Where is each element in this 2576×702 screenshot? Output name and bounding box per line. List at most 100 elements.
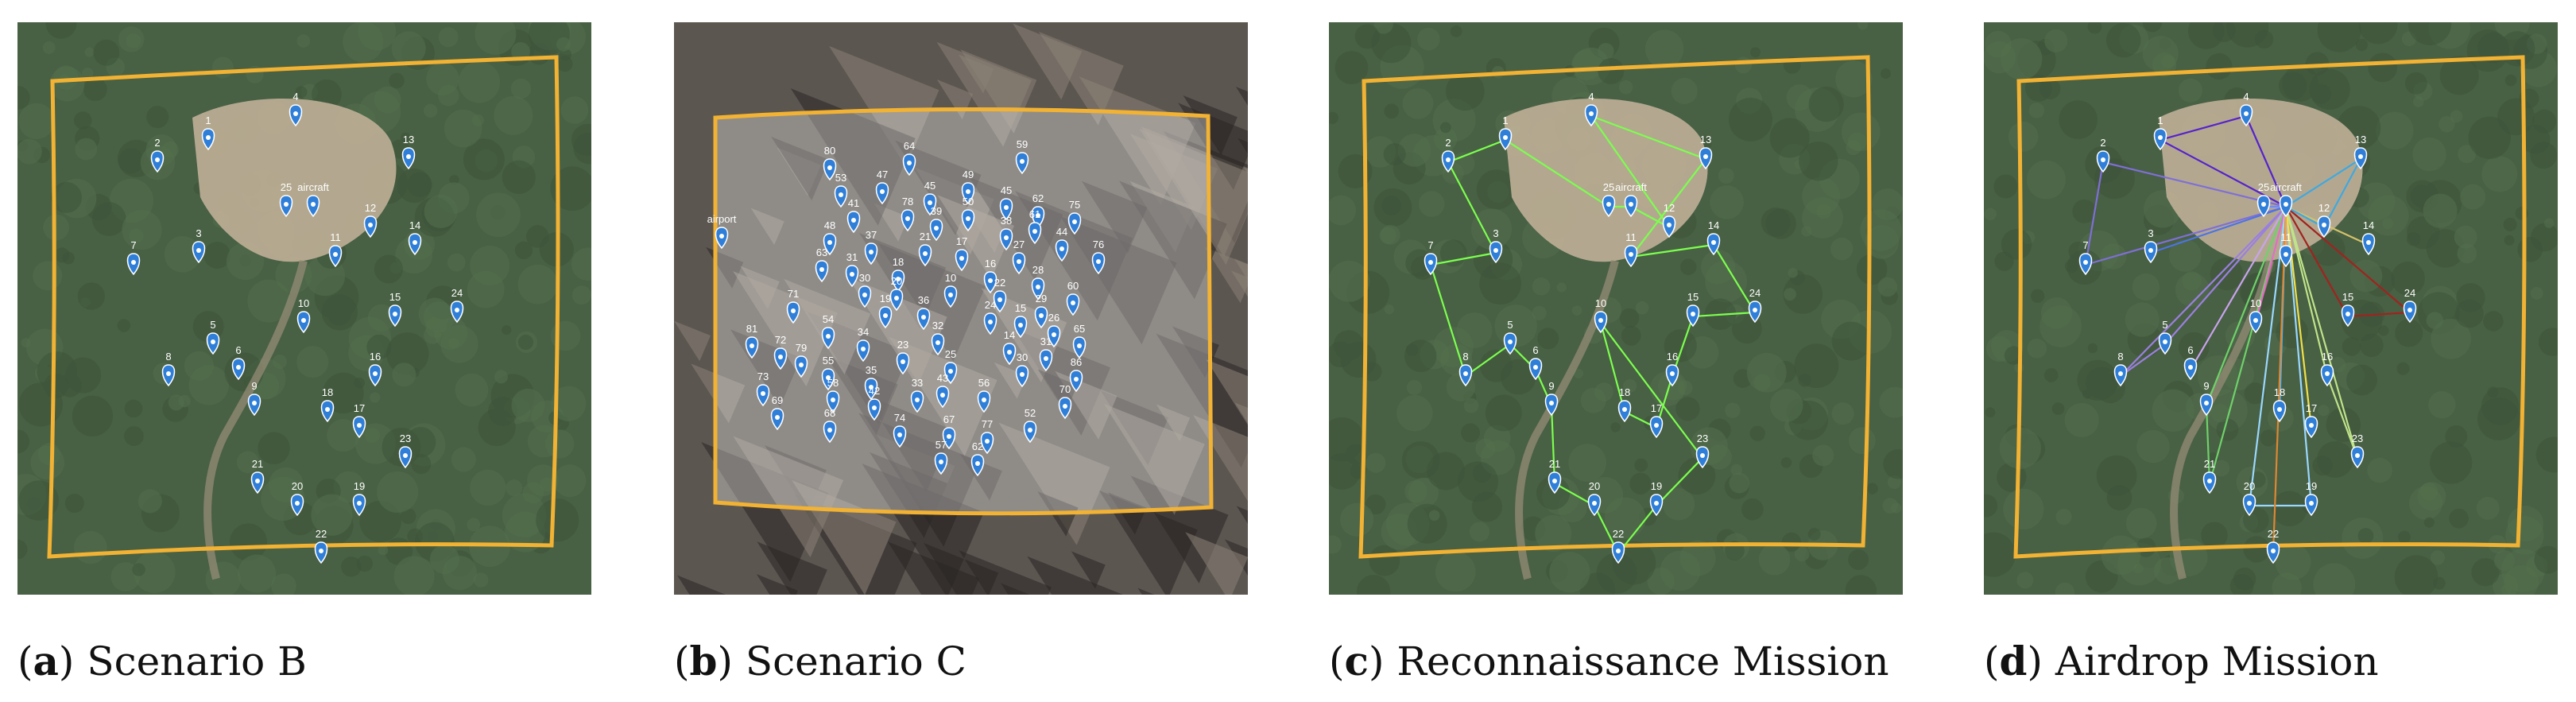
waypoint-marker[interactable]: 33	[910, 377, 924, 413]
waypoint-marker[interactable]: 69	[770, 394, 784, 431]
waypoint-marker[interactable]: 4	[1584, 91, 1598, 127]
waypoint-marker[interactable]: 78	[901, 196, 915, 232]
waypoint-marker[interactable]: 19	[1649, 480, 1664, 517]
waypoint-marker[interactable]: 13	[401, 134, 416, 170]
waypoint-marker[interactable]: 11	[1624, 231, 1638, 268]
waypoint-marker[interactable]: 14	[1002, 329, 1017, 366]
waypoint-marker[interactable]: 11	[2279, 231, 2293, 268]
waypoint-marker[interactable]: 7	[2078, 239, 2093, 276]
waypoint-marker[interactable]: 36	[916, 294, 931, 331]
waypoint-marker[interactable]: 15	[1013, 302, 1028, 339]
waypoint-marker[interactable]: 2	[150, 137, 165, 173]
waypoint-marker[interactable]: 17	[352, 402, 366, 439]
waypoint-marker[interactable]: 70	[1058, 383, 1072, 420]
waypoint-marker[interactable]: 16	[983, 258, 997, 294]
waypoint-marker[interactable]: 39	[929, 205, 943, 242]
waypoint-marker[interactable]: 22	[314, 528, 328, 564]
waypoint-marker[interactable]: 6	[231, 344, 246, 381]
waypoint-marker[interactable]: 62	[970, 440, 985, 477]
waypoint-marker[interactable]: 30	[1015, 351, 1029, 388]
waypoint-marker[interactable]: 56	[977, 377, 991, 413]
waypoint-marker[interactable]: 37	[864, 229, 878, 266]
waypoint-marker[interactable]: 20	[2242, 480, 2256, 517]
waypoint-marker[interactable]: 61	[1028, 208, 1042, 245]
waypoint-marker[interactable]: 18	[891, 256, 905, 293]
waypoint-marker[interactable]: 16	[1665, 351, 1679, 387]
waypoint-marker[interactable]: aircraft	[2270, 181, 2302, 218]
waypoint-marker[interactable]: 44	[1055, 226, 1069, 262]
waypoint-marker[interactable]: 14	[408, 219, 422, 256]
waypoint-marker[interactable]: 25	[1602, 181, 1616, 218]
waypoint-marker[interactable]: 30	[858, 272, 872, 308]
waypoint-marker[interactable]: 11	[328, 231, 343, 268]
waypoint-marker[interactable]: 64	[902, 140, 916, 176]
waypoint-marker[interactable]: 48	[823, 219, 837, 256]
waypoint-marker[interactable]: 53	[834, 172, 848, 208]
waypoint-marker[interactable]: 22	[2266, 528, 2280, 564]
waypoint-marker[interactable]: 23	[398, 432, 413, 469]
waypoint-marker[interactable]: 10	[1594, 297, 1608, 334]
waypoint-marker[interactable]: 32	[931, 320, 945, 356]
waypoint-marker[interactable]: 58	[826, 377, 840, 413]
waypoint-marker[interactable]: 16	[2320, 351, 2334, 387]
waypoint-marker[interactable]: 9	[247, 380, 261, 417]
waypoint-marker[interactable]: 9	[1544, 380, 1559, 417]
waypoint-marker[interactable]: 22	[1611, 528, 1625, 564]
waypoint-marker[interactable]: 1	[2153, 114, 2167, 151]
waypoint-marker[interactable]: 3	[1489, 227, 1503, 264]
waypoint-marker[interactable]: 65	[1072, 323, 1087, 359]
waypoint-marker[interactable]: 8	[1458, 351, 1473, 387]
waypoint-marker[interactable]: 17	[955, 235, 969, 272]
waypoint-marker[interactable]: 25	[2256, 181, 2271, 218]
waypoint-marker[interactable]: 13	[2353, 134, 2368, 170]
waypoint-marker[interactable]: 10	[943, 272, 958, 308]
waypoint-marker[interactable]: 8	[2113, 351, 2128, 387]
waypoint-marker[interactable]: 20	[290, 480, 304, 517]
waypoint-marker[interactable]: 25	[279, 181, 293, 218]
waypoint-marker[interactable]: 4	[289, 91, 303, 127]
waypoint-marker[interactable]: 47	[875, 169, 889, 205]
waypoint-marker[interactable]: 13	[1699, 134, 1713, 170]
waypoint-marker[interactable]: 12	[363, 202, 378, 239]
waypoint-marker[interactable]: 7	[1424, 239, 1438, 276]
waypoint-marker[interactable]: aircraft	[1615, 181, 1647, 218]
waypoint-marker[interactable]: 1	[1498, 114, 1513, 151]
waypoint-marker[interactable]: 31	[845, 251, 859, 288]
waypoint-marker[interactable]: 12	[2317, 202, 2331, 239]
waypoint-marker[interactable]: 8	[161, 351, 176, 387]
waypoint-marker[interactable]: 29	[1034, 293, 1048, 329]
waypoint-marker[interactable]: 71	[786, 288, 800, 324]
waypoint-marker[interactable]: 73	[756, 370, 770, 407]
waypoint-marker[interactable]: 14	[1706, 219, 1721, 256]
waypoint-marker[interactable]: 80	[823, 145, 837, 181]
waypoint-marker[interactable]: 15	[2341, 291, 2355, 328]
waypoint-marker[interactable]: 18	[1617, 386, 1632, 423]
waypoint-marker[interactable]: 43	[935, 372, 950, 409]
waypoint-marker[interactable]: 18	[320, 386, 335, 423]
waypoint-marker[interactable]: 63	[815, 246, 829, 283]
waypoint-marker[interactable]: 57	[934, 439, 948, 475]
waypoint-marker[interactable]: 24	[983, 299, 997, 335]
waypoint-marker[interactable]: 27	[1012, 239, 1026, 275]
waypoint-marker[interactable]: 86	[1069, 356, 1083, 393]
waypoint-marker[interactable]: 55	[821, 355, 835, 391]
waypoint-marker[interactable]: 12	[1662, 202, 1676, 239]
waypoint-marker[interactable]: 2	[2096, 137, 2110, 173]
waypoint-marker[interactable]: 45	[999, 184, 1013, 221]
waypoint-marker[interactable]: 19	[352, 480, 366, 517]
waypoint-marker[interactable]: 15	[1686, 291, 1700, 328]
waypoint-marker[interactable]: 60	[1066, 280, 1080, 316]
waypoint-marker[interactable]: 10	[296, 297, 311, 334]
waypoint-marker[interactable]: 67	[942, 413, 956, 450]
waypoint-marker[interactable]: 24	[2403, 287, 2417, 324]
waypoint-marker[interactable]: 38	[999, 215, 1013, 251]
waypoint-marker[interactable]: 5	[206, 319, 220, 355]
waypoint-marker[interactable]: 54	[821, 313, 835, 350]
waypoint-marker[interactable]: 9	[2199, 380, 2214, 417]
waypoint-marker[interactable]: 42	[867, 385, 881, 421]
waypoint-marker[interactable]: 49	[961, 169, 975, 205]
waypoint-marker[interactable]: 76	[1091, 239, 1106, 275]
waypoint-marker[interactable]: 45	[923, 180, 937, 216]
waypoint-marker[interactable]: 21	[2202, 458, 2217, 495]
waypoint-marker[interactable]: aircraft	[297, 181, 329, 218]
